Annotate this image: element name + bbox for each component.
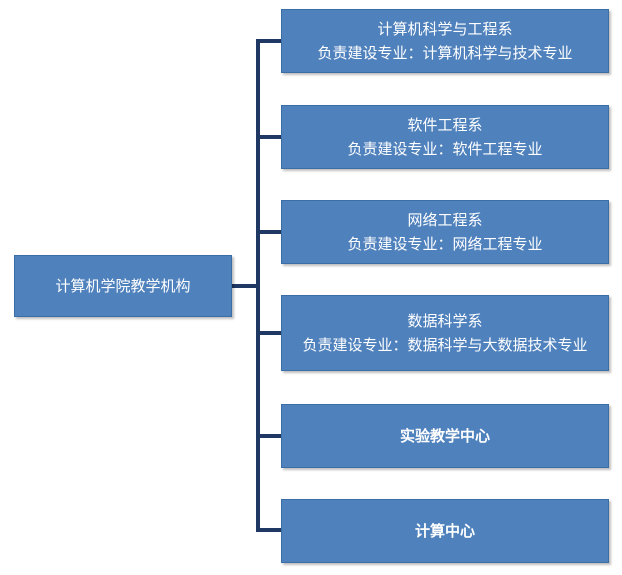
root-node: 计算机学院教学机构 [14,255,232,317]
node-software-engineering-dept: 软件工程系 负责建设专业：软件工程专业 [281,105,609,169]
node-title: 数据科学系 [407,312,483,330]
node-subtitle: 负责建设专业：软件工程专业 [347,140,543,158]
connector-root [232,284,258,288]
node-network-engineering-dept: 网络工程系 负责建设专业：网络工程专业 [281,200,609,264]
node-subtitle: 负责建设专业：数据科学与大数据技术专业 [302,336,588,354]
node-cs-engineering-dept: 计算机科学与工程系 负责建设专业：计算机科学与技术专业 [281,9,609,73]
node-subtitle: 负责建设专业：网络工程专业 [347,235,543,253]
node-experimental-teaching-center: 实验教学中心 [281,404,609,468]
connector-branch [256,39,281,43]
node-title: 软件工程系 [407,116,483,134]
node-title: 计算机科学与工程系 [377,20,513,38]
connector-branch [256,528,281,532]
connector-branch [256,230,281,234]
node-title: 实验教学中心 [399,427,490,445]
node-data-science-dept: 数据科学系 负责建设专业：数据科学与大数据技术专业 [281,295,609,371]
connector-branch [256,331,281,335]
node-computing-center: 计算中心 [281,499,609,563]
connector-branch [256,434,281,438]
root-node-label: 计算机学院教学机构 [55,277,191,295]
connector-branch [256,135,281,139]
node-title: 网络工程系 [407,211,483,229]
node-title: 计算中心 [414,522,475,540]
node-subtitle: 负责建设专业：计算机科学与技术专业 [317,44,573,62]
connector-trunk [256,39,260,532]
